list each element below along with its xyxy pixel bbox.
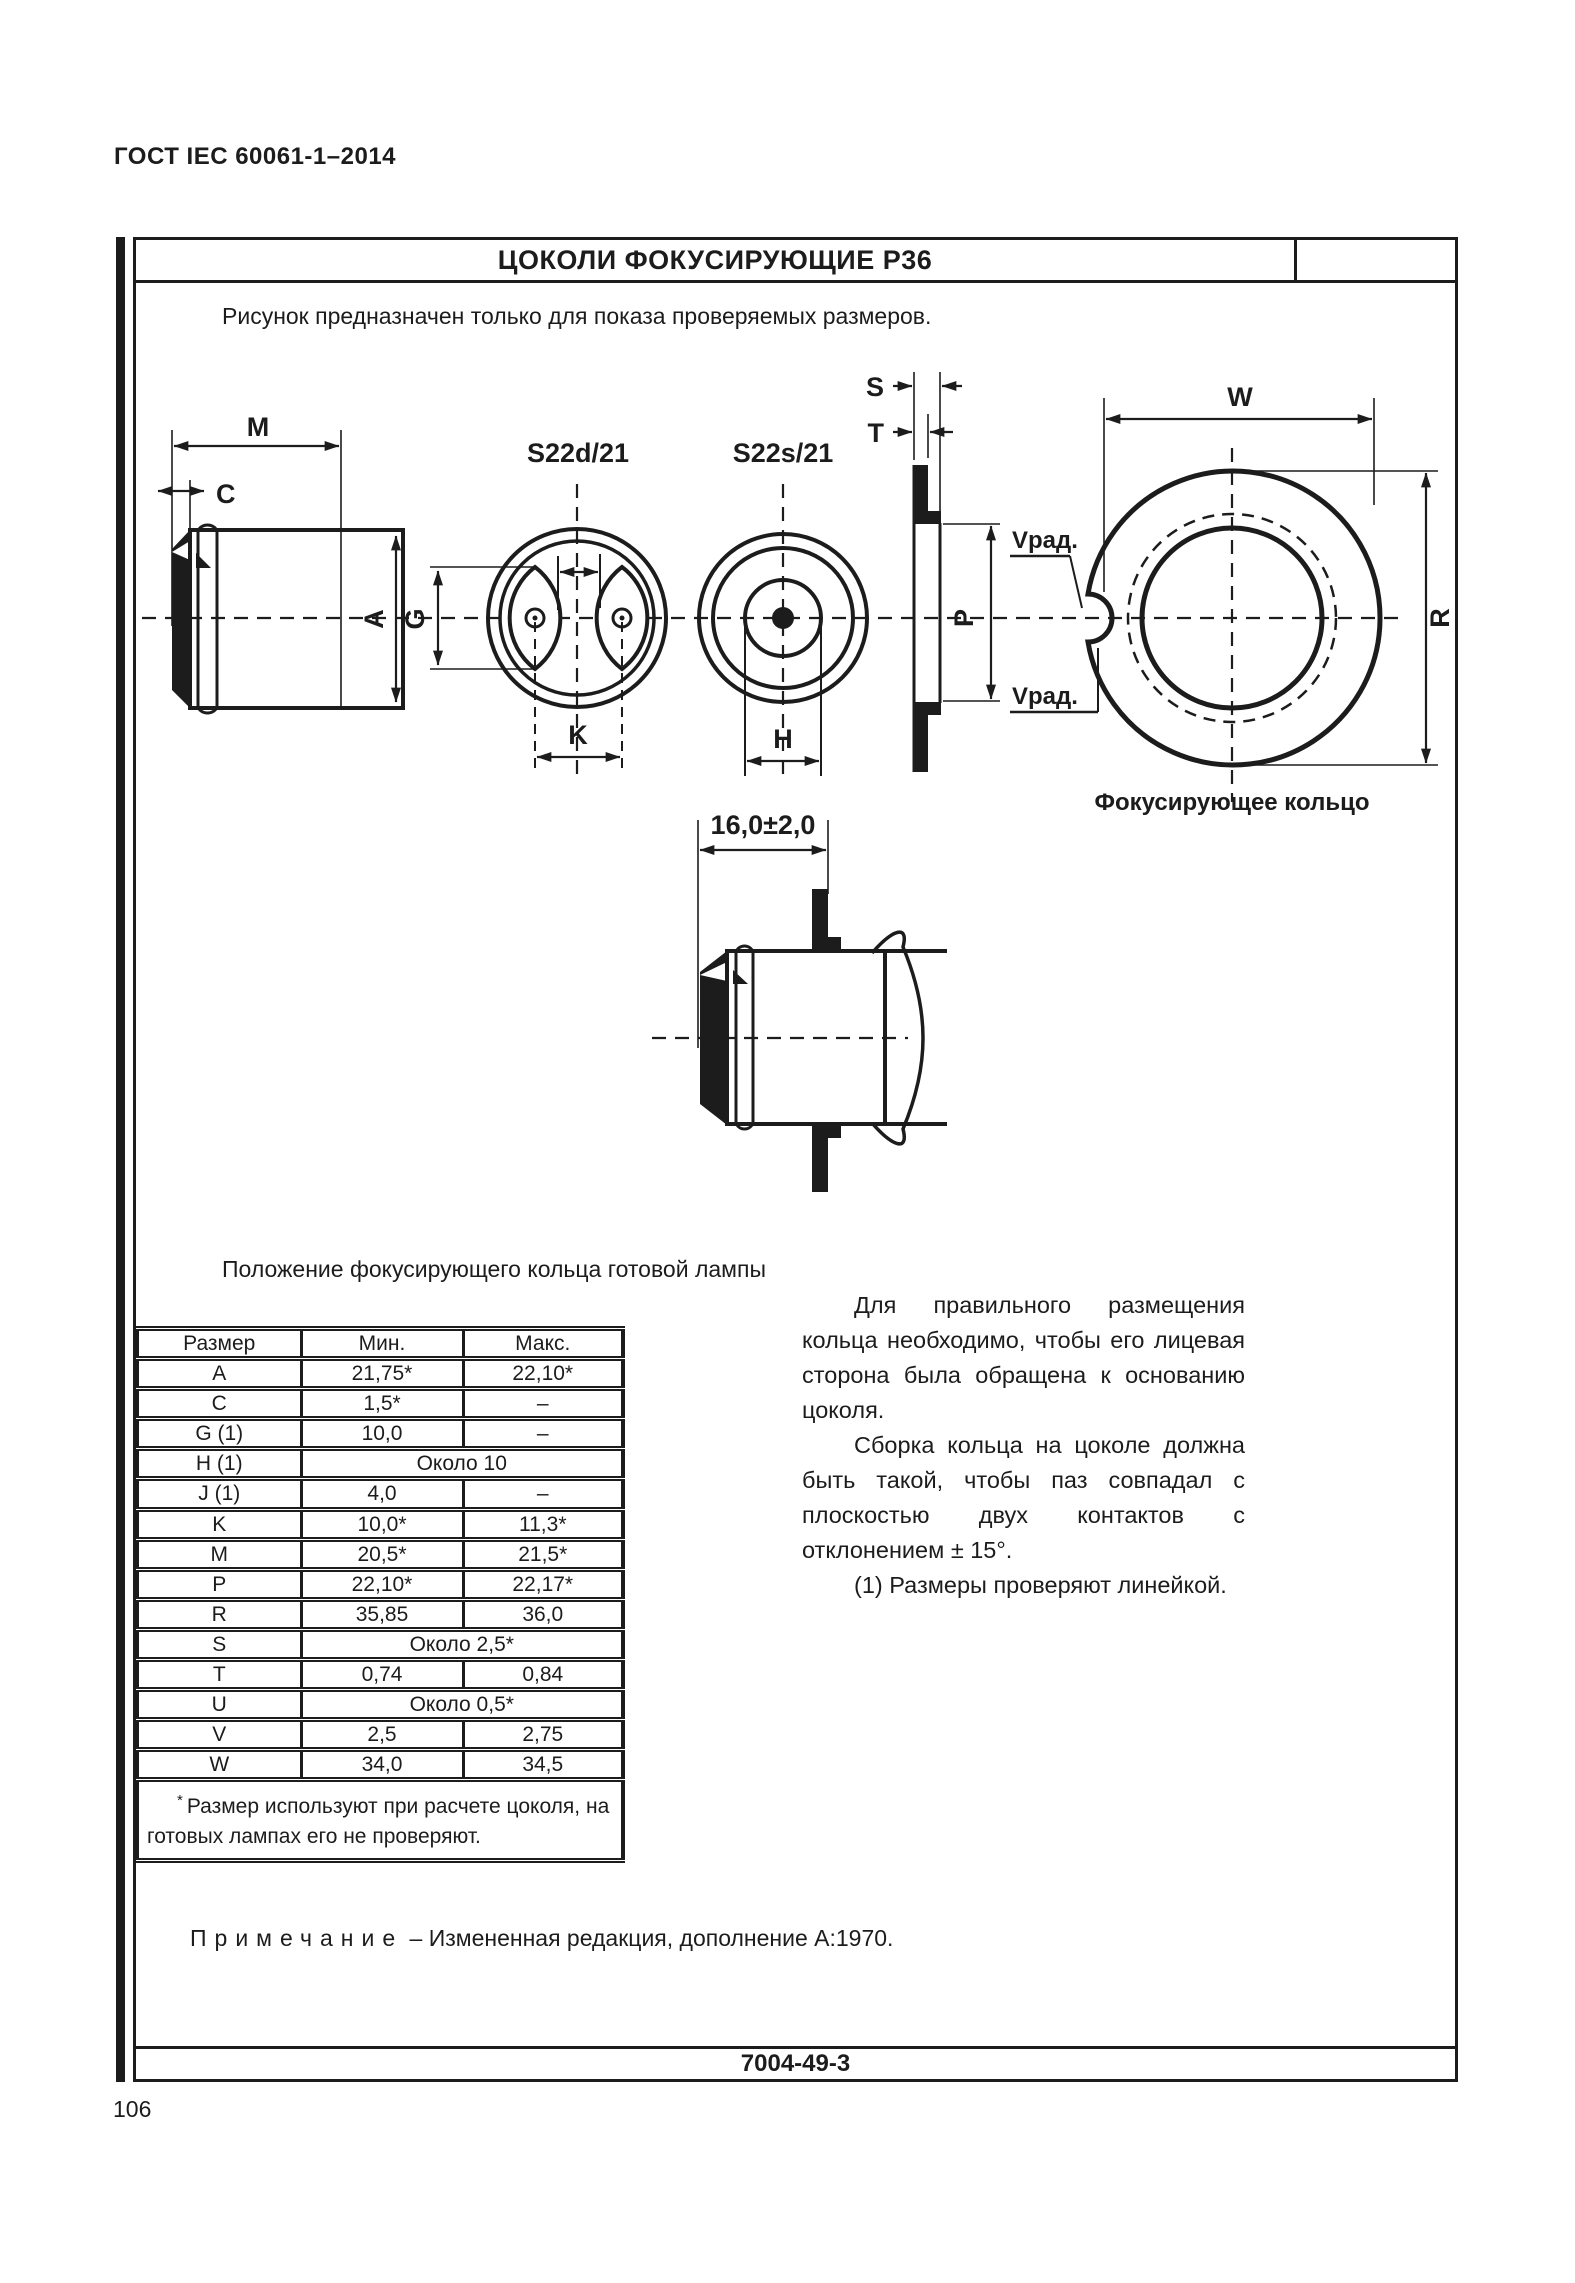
col-header-max: Макс.: [461, 1325, 625, 1362]
dim-W-label: W: [1227, 382, 1253, 412]
note-label: Примечание: [190, 1925, 404, 1951]
drawing-caption: Положение фокусирующего кольца готовой л…: [222, 1256, 766, 1282]
sheet-left-rule: [116, 237, 125, 2082]
view-s22d: [430, 484, 668, 776]
bulb-outline: [870, 930, 925, 1146]
dim-S-label: S: [866, 372, 884, 402]
requirements-text: Для правильного размещения кольца необхо…: [802, 1288, 1245, 1603]
sheet-title-side-cell: [1294, 240, 1455, 280]
col-header-dim: Размер: [135, 1325, 303, 1362]
ring-caption: Фокусирующее кольцо: [1095, 789, 1370, 816]
table-header-row: Размер Мин. Макс.: [135, 1325, 625, 1362]
ring-tab-bottom: [812, 1124, 828, 1192]
vrad-bottom-label: Vрад.: [1012, 683, 1078, 710]
intro-text: Рисунок предназначен только для показа п…: [222, 303, 932, 329]
table-footnote: *Размер используют при расчете цоколя, н…: [147, 1792, 610, 1849]
table-row: H (1)Около 10: [135, 1446, 625, 1482]
sheet-title-bar: ЦОКОЛИ ФОКУСИРУЮЩИЕ P36: [136, 240, 1455, 283]
view-ring-section: [893, 372, 1099, 772]
center-contact: [772, 607, 794, 629]
requirements-paragraph-3: (1) Размеры проверяют линейкой.: [854, 1572, 1227, 1598]
dim-C-label: C: [216, 479, 236, 509]
sheet-frame: ЦОКОЛИ ФОКУСИРУЮЩИЕ P36 7004-49-3: [133, 237, 1458, 2082]
assembly-dim-label: 16,0±2,0: [711, 810, 816, 840]
sheet-code: 7004-49-3: [136, 2046, 1455, 2079]
revision-note: Примечание – Измененная редакция, дополн…: [190, 1925, 893, 1952]
solder-mark: [196, 553, 211, 568]
view-assembly: [652, 820, 947, 1192]
assembly-body: [725, 949, 887, 1126]
ring-outer-edge: [1085, 468, 1383, 768]
assembly-flange: [700, 951, 727, 1125]
requirements-paragraph-1: Для правильного размещения кольца необхо…: [802, 1292, 1245, 1423]
cap-body: [188, 528, 405, 710]
table-row: J (1)4,0–: [135, 1476, 625, 1512]
dim-T-label: T: [868, 418, 885, 448]
page-number: 106: [113, 2096, 152, 2122]
dim-M-label: M: [247, 412, 270, 442]
view-s22d-label: S22d/21: [527, 438, 629, 468]
dim-P-label: P: [949, 609, 979, 627]
requirements-paragraph-2: Сборка кольца на цоколе должна быть тако…: [802, 1432, 1245, 1563]
dim-G-label: G: [400, 608, 430, 629]
dim-H-label: H: [773, 724, 793, 754]
vrad-top-label: Vрад.: [1012, 527, 1078, 554]
view-s22s-label: S22s/21: [733, 438, 834, 468]
note-text: – Измененная редакция, дополнение A:1970…: [409, 1925, 894, 1951]
technical-drawing: M C A S22d/21 S22s/21 G K H S T P Vрад. …: [142, 372, 1455, 1192]
vrad-top-leader: [1069, 555, 1083, 609]
dim-A-label: A: [359, 609, 389, 629]
ring-tab-top: [812, 889, 828, 951]
sheet-title: ЦОКОЛИ ФОКУСИРУЮЩИЕ P36: [497, 244, 933, 275]
view-focusing-ring: [1085, 398, 1438, 802]
dim-K-label: K: [568, 720, 588, 750]
table-footnote-row: *Размер используют при расчете цоколя, н…: [135, 1777, 625, 1864]
view-cap-side: [157, 430, 405, 715]
standard-number: ГОСТ IEC 60061-1–2014: [114, 143, 397, 170]
table-row: G (1)10,0–: [135, 1416, 625, 1452]
dim-R-label: R: [1425, 608, 1455, 628]
col-header-min: Мин.: [299, 1325, 465, 1362]
cap-flange: [172, 530, 190, 708]
view-s22s: [697, 484, 869, 776]
